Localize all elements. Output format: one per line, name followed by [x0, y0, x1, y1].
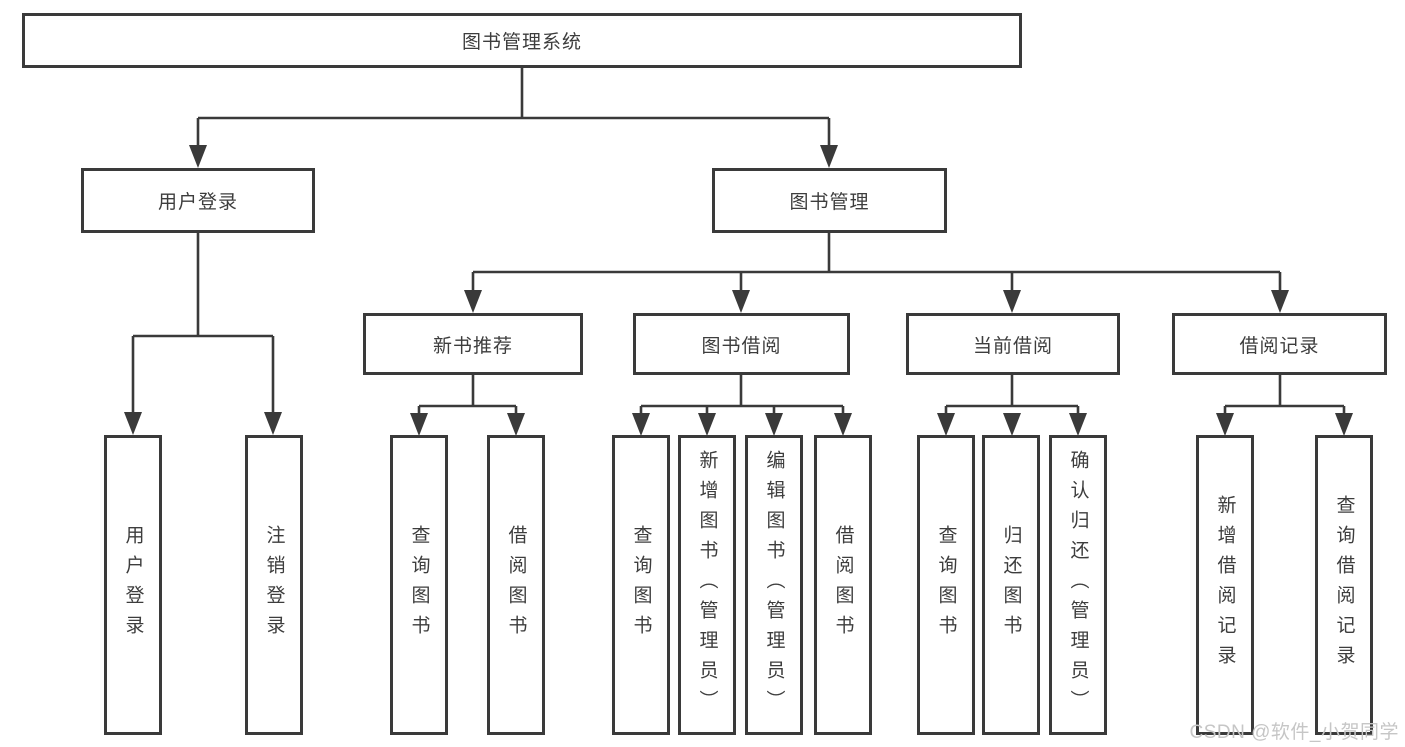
csdn-watermark: CSDN @软件_小贺同学 [1189, 722, 1399, 743]
arrow-down-icon [765, 413, 783, 436]
arrow-down-icon [264, 412, 282, 435]
leaf-records-query-record: 查询借阅记录 [1315, 435, 1373, 735]
arrow-down-icon [189, 145, 207, 168]
node-user-login-branch: 用户登录 [81, 168, 315, 233]
node-new-book-recommend: 新书推荐 [363, 313, 583, 375]
leaf-borrowing-query-books: 查询图书 [612, 435, 670, 735]
arrow-down-icon [464, 290, 482, 313]
node-book-borrowing: 图书借阅 [633, 313, 850, 375]
arrow-down-icon [1069, 413, 1087, 436]
node-borrow-records: 借阅记录 [1172, 313, 1387, 375]
leaf-records-add-record: 新增借阅记录 [1196, 435, 1254, 735]
node-current-borrowing: 当前借阅 [906, 313, 1120, 375]
leaf-borrowing-add-books-admin: 新增图书（管理员） [678, 435, 736, 735]
node-book-management: 图书管理 [712, 168, 947, 233]
leaf-current-query-books: 查询图书 [917, 435, 975, 735]
arrow-down-icon [937, 413, 955, 436]
leaf-borrowing-borrow-books: 借阅图书 [814, 435, 872, 735]
arrow-down-icon [732, 290, 750, 313]
arrow-down-icon [698, 413, 716, 436]
leaf-current-confirm-return-admin: 确认归还（管理员） [1049, 435, 1107, 735]
arrow-down-icon [1003, 413, 1021, 436]
arrow-down-icon [632, 413, 650, 436]
leaf-recommend-query-books: 查询图书 [390, 435, 448, 735]
arrow-down-icon [820, 145, 838, 168]
leaf-recommend-borrow-books: 借阅图书 [487, 435, 545, 735]
arrow-down-icon [1271, 290, 1289, 313]
leaf-borrowing-edit-books-admin: 编辑图书（管理员） [745, 435, 803, 735]
leaf-logout: 注销登录 [245, 435, 303, 735]
arrow-down-icon [1335, 413, 1353, 436]
arrow-down-icon [410, 413, 428, 436]
arrow-down-icon [124, 412, 142, 435]
arrow-down-icon [507, 413, 525, 436]
leaf-user-login: 用户登录 [104, 435, 162, 735]
arrow-down-icon [1003, 290, 1021, 313]
node-library-system: 图书管理系统 [22, 13, 1022, 68]
arrow-down-icon [1216, 413, 1234, 436]
leaf-current-return-books: 归还图书 [982, 435, 1040, 735]
arrow-down-icon [834, 413, 852, 436]
